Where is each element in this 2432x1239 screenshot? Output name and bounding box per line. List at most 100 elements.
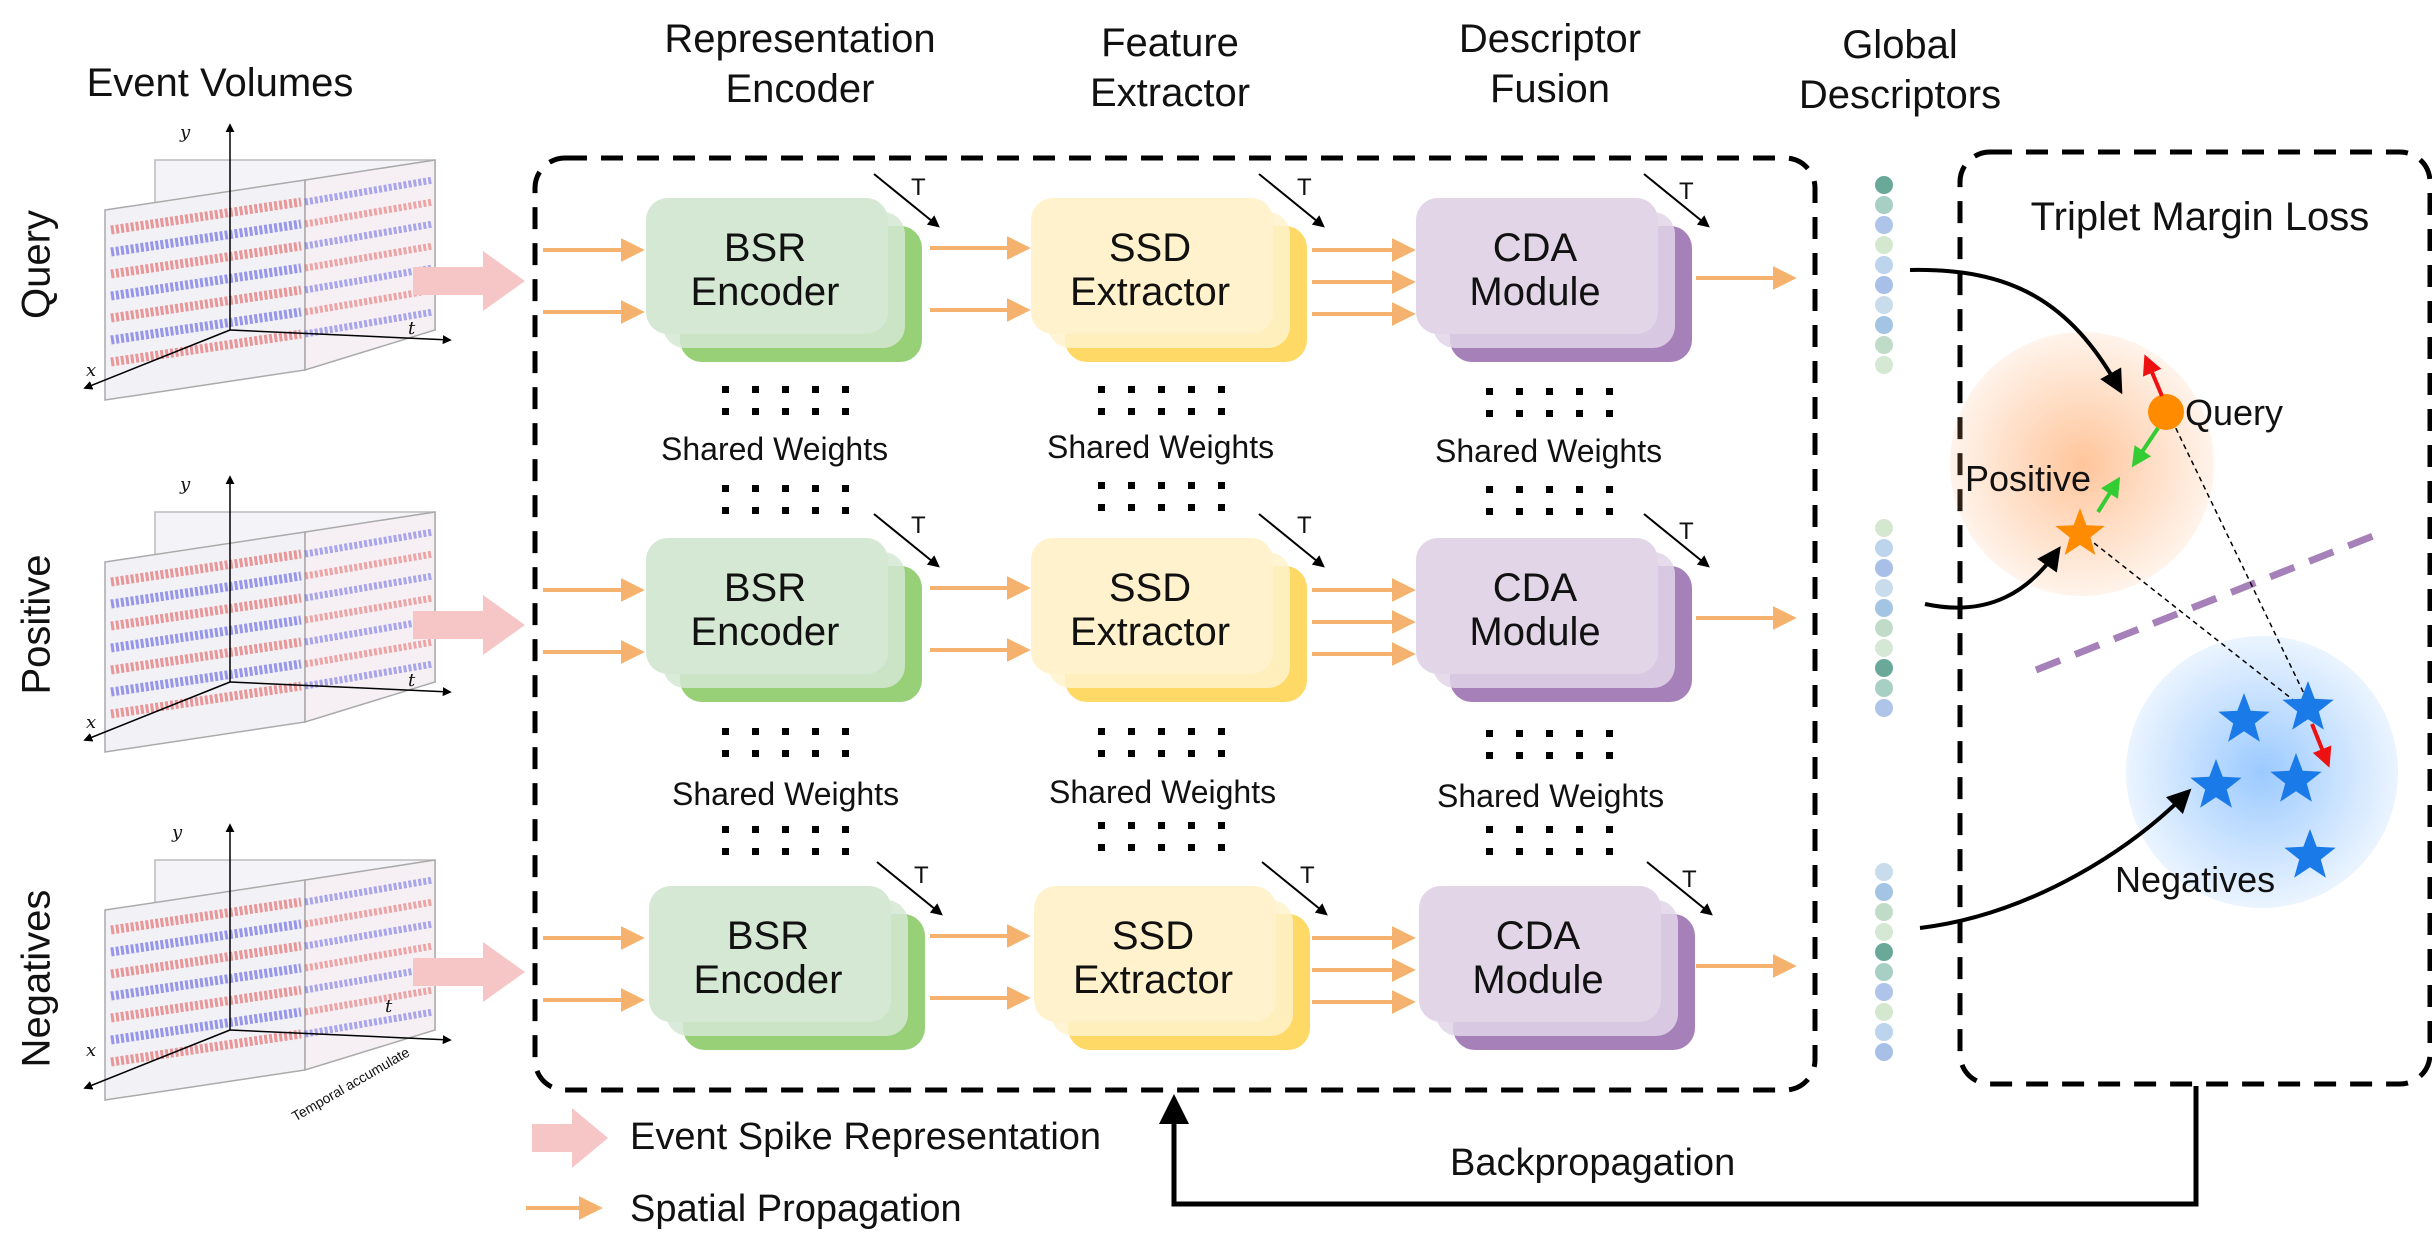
x-axis-line bbox=[83, 681, 231, 742]
global-descriptor-dot bbox=[1875, 679, 1893, 697]
shared-weights-dot bbox=[1516, 826, 1523, 833]
global-descriptor-dot bbox=[1875, 256, 1893, 274]
event-stripe bbox=[304, 638, 434, 668]
shared-weights-dot bbox=[722, 826, 729, 833]
axis-t-label: t bbox=[385, 996, 393, 1017]
bsr-encoder-block bbox=[646, 198, 922, 362]
backpropagation-label: Backpropagation bbox=[1450, 1142, 1736, 1184]
block-layer-front bbox=[1031, 198, 1273, 334]
shared-weights-dot bbox=[1098, 822, 1105, 829]
shared-weights-dot bbox=[782, 728, 789, 735]
event-stripe bbox=[304, 286, 434, 316]
negative-star bbox=[2284, 829, 2336, 878]
shared-weights-dot bbox=[1158, 482, 1165, 489]
axis-x-label: x bbox=[86, 1040, 97, 1061]
positive-star bbox=[2055, 508, 2105, 555]
global-descriptor-dot bbox=[1875, 236, 1893, 254]
event-stripe bbox=[110, 897, 302, 935]
shared-weights-dot bbox=[1606, 388, 1613, 395]
event-stripe bbox=[304, 876, 434, 906]
shared-weights-dot bbox=[1218, 750, 1225, 757]
shared-weights-dot bbox=[1546, 410, 1553, 417]
shared-weights-dot bbox=[782, 485, 789, 492]
shared-weights-dot bbox=[1606, 508, 1613, 515]
shared-weights-dot bbox=[842, 408, 849, 415]
event-stripe bbox=[110, 1007, 302, 1045]
shared-weights-dot bbox=[752, 826, 759, 833]
shared-weights-dot bbox=[1546, 826, 1553, 833]
shared-weights-dot bbox=[1218, 822, 1225, 829]
shared-weights-dot bbox=[1128, 408, 1135, 415]
event-stripe bbox=[304, 920, 434, 950]
shared-weights-dot bbox=[1516, 410, 1523, 417]
shared-weights-dot bbox=[1158, 728, 1165, 735]
shared-weights-dot bbox=[1486, 752, 1493, 759]
event-stripe bbox=[110, 571, 302, 609]
event-stripe bbox=[110, 1029, 302, 1067]
positive-region bbox=[1950, 332, 2214, 596]
header-representation-encoder: Representation Encoder bbox=[664, 17, 936, 111]
shared-weights-dot bbox=[1546, 388, 1553, 395]
event-stripe bbox=[304, 942, 434, 972]
event-stripe bbox=[110, 285, 302, 323]
shared-weights-label: Shared Weights bbox=[661, 431, 889, 467]
event-stripe bbox=[304, 572, 434, 602]
query-input-curve bbox=[1909, 267, 2123, 395]
cda-module-block bbox=[1419, 886, 1695, 1050]
global-descriptor-dot bbox=[1875, 356, 1893, 374]
shared-weights-dot bbox=[782, 750, 789, 757]
bsr-encoder-label-negatives: BSR Encoder bbox=[693, 914, 843, 1002]
event-stripe bbox=[110, 681, 302, 719]
shared-weights-dot bbox=[1516, 752, 1523, 759]
event-stripe bbox=[304, 594, 434, 624]
t-label: T bbox=[1682, 866, 1697, 893]
query-point bbox=[2148, 394, 2184, 430]
axis-t-label: t bbox=[408, 318, 416, 339]
event-stripe bbox=[304, 660, 434, 690]
shared-weights-dot bbox=[812, 485, 819, 492]
shared-weights-dot bbox=[1158, 750, 1165, 757]
shared-weights-dot bbox=[782, 826, 789, 833]
shared-weights-dot bbox=[812, 848, 819, 855]
query-pull-arrow bbox=[2131, 426, 2160, 468]
event-volume-positive bbox=[83, 475, 452, 753]
legend-spike-arrow bbox=[532, 1108, 608, 1168]
block-layer-front bbox=[1416, 198, 1658, 334]
bsr-encoder-label-query: BSR Encoder bbox=[690, 226, 840, 314]
shared-weights-dot bbox=[1128, 844, 1135, 851]
cda-module-label-query: CDA Module bbox=[1469, 226, 1601, 314]
shared-weights-dot bbox=[1516, 388, 1523, 395]
shared-weights-dot bbox=[1486, 730, 1493, 737]
cda-module-label-negatives: CDA Module bbox=[1472, 914, 1604, 1002]
event-stripe bbox=[304, 198, 434, 228]
t-temporal-arrow bbox=[1258, 513, 1325, 568]
negative-region bbox=[2126, 636, 2398, 908]
shared-weights-dot bbox=[1188, 386, 1195, 393]
negative-input-curve bbox=[1919, 788, 2192, 930]
positive-pull-arrow bbox=[2096, 476, 2121, 514]
header-descriptor-fusion: Descriptor Fusion bbox=[1458, 17, 1642, 111]
shared-weights-dot bbox=[752, 408, 759, 415]
shared-weights-dot bbox=[1576, 848, 1583, 855]
shared-weights-dot bbox=[782, 848, 789, 855]
shared-weights-dot bbox=[1128, 504, 1135, 511]
cda-module-block bbox=[1416, 198, 1692, 362]
event-stripe bbox=[110, 941, 302, 979]
event-stripe bbox=[304, 964, 434, 994]
event-stripe bbox=[110, 919, 302, 957]
shared-weights-dot bbox=[1576, 388, 1583, 395]
global-descriptor-dot bbox=[1875, 963, 1893, 981]
event-stripe bbox=[110, 241, 302, 279]
shared-weights-dot bbox=[1128, 482, 1135, 489]
global-descriptor-dot bbox=[1875, 176, 1893, 194]
shared-weights-dot bbox=[1218, 482, 1225, 489]
t-temporal-arrow bbox=[1261, 861, 1328, 916]
shared-weights-label: Shared Weights bbox=[1049, 774, 1277, 810]
global-descriptor-dot bbox=[1875, 1043, 1893, 1061]
global-descriptor-dot bbox=[1875, 1003, 1893, 1021]
shared-weights-dot bbox=[1516, 486, 1523, 493]
query-negative-connector bbox=[2167, 411, 2311, 707]
shared-weights-dot bbox=[1128, 386, 1135, 393]
shared-weights-dot bbox=[782, 507, 789, 514]
shared-weights-dot bbox=[1576, 730, 1583, 737]
